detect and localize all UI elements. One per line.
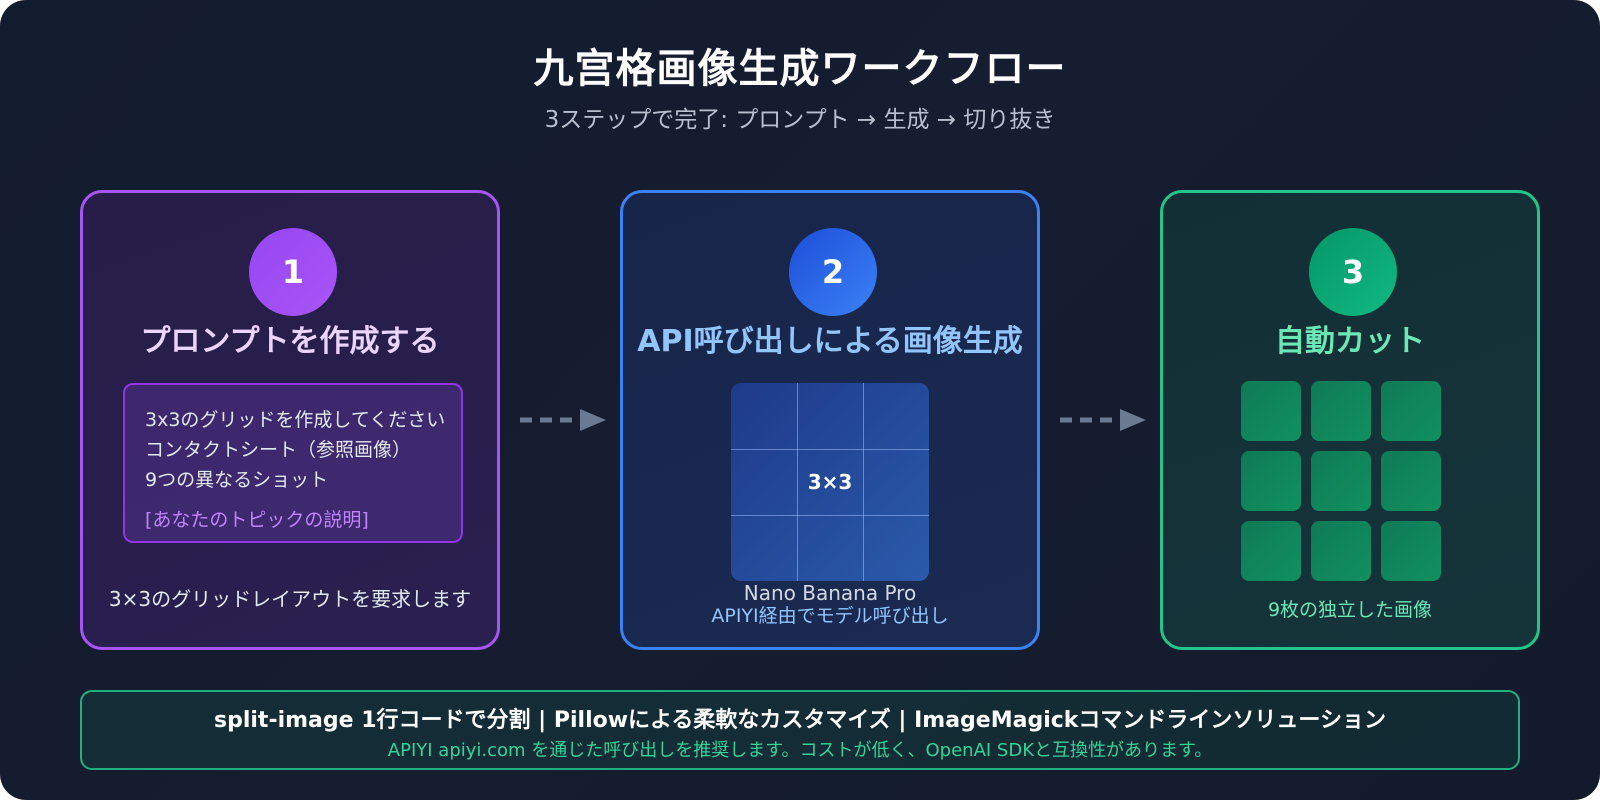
cut-image-tile [1311, 381, 1371, 441]
footer-methods: split-image 1行コードで分割 | Pillowによる柔軟なカスタマイ… [214, 708, 1386, 733]
cut-image-tile [1311, 451, 1371, 511]
grid-line [863, 383, 864, 581]
step-caption: 9枚の独立した画像 [1267, 599, 1433, 621]
prompt-line: コンタクトシート（参照画像） [145, 439, 412, 461]
cut-image-tile [1241, 381, 1301, 441]
step-title: API呼び出しによる画像生成 [637, 324, 1023, 359]
grid-line [797, 383, 798, 581]
step-number-badge: 1 [249, 228, 337, 316]
step-card-api-generation: 2 API呼び出しによる画像生成 3×3 Nano Banana Pro API… [620, 190, 1040, 650]
step-number-badge: 3 [1309, 228, 1397, 316]
prompt-line: 3x3のグリッドを作成してください [145, 409, 446, 431]
prompt-line: 9つの異なるショット [145, 469, 329, 491]
prompt-topic-placeholder: [あなたのトピックの説明] [145, 509, 369, 531]
step-card-write-prompt: 1 プロンプトを作成する 3x3のグリッドを作成してください コンタクトシート（… [80, 190, 500, 650]
page-subtitle: 3ステップで完了: プロンプト → 生成 → 切り抜き [544, 107, 1056, 133]
step-card-auto-cut: 3 自動カット 9枚の独立した画像 [1160, 190, 1540, 650]
step-title: 自動カット [1275, 324, 1425, 359]
dashed-arrow-right-icon [520, 409, 606, 431]
grid-line [731, 449, 929, 450]
grid-line [731, 515, 929, 516]
cut-image-tile [1241, 521, 1301, 581]
dashed-arrow-right-icon [1060, 409, 1146, 431]
step-caption: 3×3のグリッドレイアウトを要求します [108, 587, 472, 611]
prompt-example-box: 3x3のグリッドを作成してください コンタクトシート（参照画像） 9つの異なるシ… [123, 383, 463, 543]
step-number-badge: 2 [789, 228, 877, 316]
cut-image-tile [1381, 451, 1441, 511]
cut-image-tile [1381, 381, 1441, 441]
model-name: Nano Banana Pro [743, 581, 917, 605]
footer-banner: split-image 1行コードで分割 | Pillowによる柔軟なカスタマイ… [80, 690, 1520, 770]
step-title: プロンプトを作成する [140, 324, 440, 359]
cut-image-tile [1381, 521, 1441, 581]
model-access-note: APIYI経由でモデル呼び出し [711, 605, 949, 627]
footer-recommendation: APIYI apiyi.com を通じた呼び出しを推奨します。コストが低く、Op… [387, 740, 1213, 761]
grid-preview-image: 3×3 [731, 383, 929, 581]
page-title: 九宫格画像生成ワークフロー [533, 46, 1067, 92]
grid-size-label: 3×3 [807, 470, 853, 494]
cut-image-tile [1241, 451, 1301, 511]
cut-image-tile [1311, 521, 1371, 581]
